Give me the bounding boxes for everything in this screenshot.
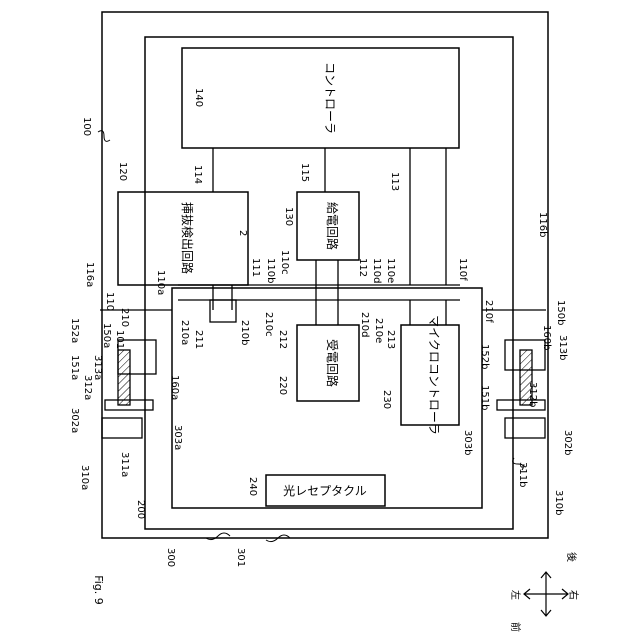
ref-313b: 313b xyxy=(557,335,568,360)
ref-303b: 303b xyxy=(462,430,473,455)
ref-300: 300 xyxy=(165,548,176,567)
direction-right: 右 xyxy=(567,590,580,600)
ref-301: 301 xyxy=(235,548,246,567)
direction-front: 前 xyxy=(509,622,522,632)
ref-152a: 152a xyxy=(69,318,80,343)
ref-303a: 303a xyxy=(172,425,183,450)
figure-caption: Fig. 9 xyxy=(92,575,105,605)
ref-112: 112 xyxy=(357,258,368,277)
direction-indicator: 後 左 右 前 xyxy=(509,552,580,632)
ref-110e: 110e xyxy=(385,258,396,283)
ref-151b: 151b xyxy=(479,385,490,410)
ref-313a: 313a xyxy=(92,355,103,380)
microcontroller-label: マイクロコントローラ xyxy=(427,315,441,435)
ref-220: 220 xyxy=(277,376,288,395)
ref-210d: 210d xyxy=(359,312,370,337)
ref-101: 101 xyxy=(114,330,125,349)
ref-310a: 310a xyxy=(79,465,90,490)
ref-111: 111 xyxy=(250,258,261,277)
ref-110a: 110a xyxy=(155,270,166,295)
ref-210f: 210f xyxy=(483,300,494,323)
ref-114: 114 xyxy=(192,165,203,184)
ref-100: 100 xyxy=(81,117,92,136)
controller-block xyxy=(182,48,459,148)
ref-302a: 302a xyxy=(69,408,80,433)
ref-151a: 151a xyxy=(69,355,80,380)
ref-312b: 312b xyxy=(527,382,538,407)
ref-311a: 311a xyxy=(119,452,130,477)
ref-2: 2 xyxy=(237,230,248,236)
ref-311b: 311b xyxy=(517,462,528,487)
ref-230: 230 xyxy=(381,390,392,409)
direction-back: 後 xyxy=(565,552,578,562)
ref-150b: 150b xyxy=(555,300,566,325)
power-receiving-label: 受電回路 xyxy=(325,339,340,387)
ref-210a: 210a xyxy=(179,320,190,345)
ref-110: 110 xyxy=(104,292,115,311)
ref-130: 130 xyxy=(283,207,294,226)
direction-left: 左 xyxy=(509,590,522,600)
ref-210b: 210b xyxy=(239,320,250,345)
ref-115: 115 xyxy=(299,163,310,182)
ref-160a: 160a xyxy=(169,375,180,400)
ref-213: 213 xyxy=(385,330,396,349)
ref-110d: 110d xyxy=(371,258,382,283)
ref-116a: 116a xyxy=(84,262,95,287)
ref-110c: 110c xyxy=(279,250,290,275)
insertion-detection-label: 挿抜検出回路 xyxy=(180,202,195,274)
ref-110f: 110f xyxy=(457,258,468,281)
ref-310b: 310b xyxy=(553,490,564,515)
power-supply-label: 給電回路 xyxy=(325,202,340,250)
ref-210: 210 xyxy=(119,308,130,327)
ref-200: 200 xyxy=(135,500,146,519)
optical-receptacle-label: 光レセプタクル xyxy=(283,484,367,498)
ref-110b: 110b xyxy=(265,258,276,283)
ref-212: 212 xyxy=(277,330,288,349)
ref-240: 240 xyxy=(247,477,258,496)
ref-113: 113 xyxy=(389,172,400,191)
ref-211: 211 xyxy=(193,330,204,349)
ref-210e: 210e xyxy=(373,318,384,343)
ref-152b: 152b xyxy=(479,344,490,369)
ref-116b: 116b xyxy=(537,212,548,237)
ref-140: 140 xyxy=(193,88,204,107)
ref-302b: 302b xyxy=(562,430,573,455)
ref-312a: 312a xyxy=(82,375,93,400)
ref-120: 120 xyxy=(117,162,128,181)
ref-210c: 210c xyxy=(263,312,274,337)
controller-label: コントローラ xyxy=(323,62,337,134)
ref-160b: 160b xyxy=(541,325,552,350)
ref-150a: 150a xyxy=(101,323,112,348)
